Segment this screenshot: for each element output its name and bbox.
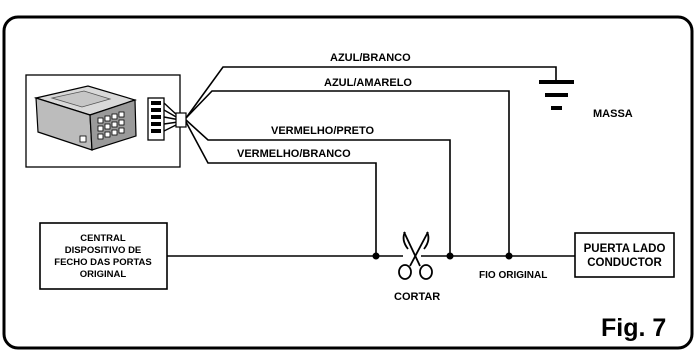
diagram-frame [2, 15, 694, 350]
right-box [574, 232, 675, 278]
wire-label-vermelho-preto: VERMELHO/PRETO [271, 125, 375, 137]
left-box [39, 222, 168, 290]
wire-label-azul-branco: AZUL/BRANCO [330, 52, 411, 64]
wire-azul-branco [185, 66, 557, 119]
left-box-line-2: DISPOSITIVO DE [65, 245, 142, 256]
right-box-line-2: CONDUCTOR [587, 257, 662, 269]
left-box-line-3: FECHO DAS PORTAS [54, 257, 151, 268]
figure-label: Fig. 7 [601, 314, 666, 342]
control-module-icon [25, 74, 187, 168]
ground-label: MASSA [593, 108, 633, 120]
wire-vermelho-preto [185, 119, 451, 256]
wire-paths [167, 66, 575, 257]
wire-azul-amarelo [185, 90, 510, 256]
wire-label-vermelho-branco: VERMELHO/BRANCO [237, 148, 351, 160]
wire-vermelho-branco [185, 121, 377, 256]
scissors-icon [398, 231, 433, 280]
cut-label: CORTAR [394, 291, 440, 303]
right-box-line-1: PUERTA LADO [584, 243, 666, 255]
wire-label-azul-amarelo: AZUL/AMARELO [324, 77, 412, 89]
ground-symbol-icon [539, 80, 574, 110]
left-box-line-1: CENTRAL [80, 233, 126, 244]
junction-dots [372, 252, 513, 260]
left-box-line-4: ORIGINAL [80, 269, 127, 280]
original-wire-label: FIO ORIGINAL [479, 270, 547, 281]
